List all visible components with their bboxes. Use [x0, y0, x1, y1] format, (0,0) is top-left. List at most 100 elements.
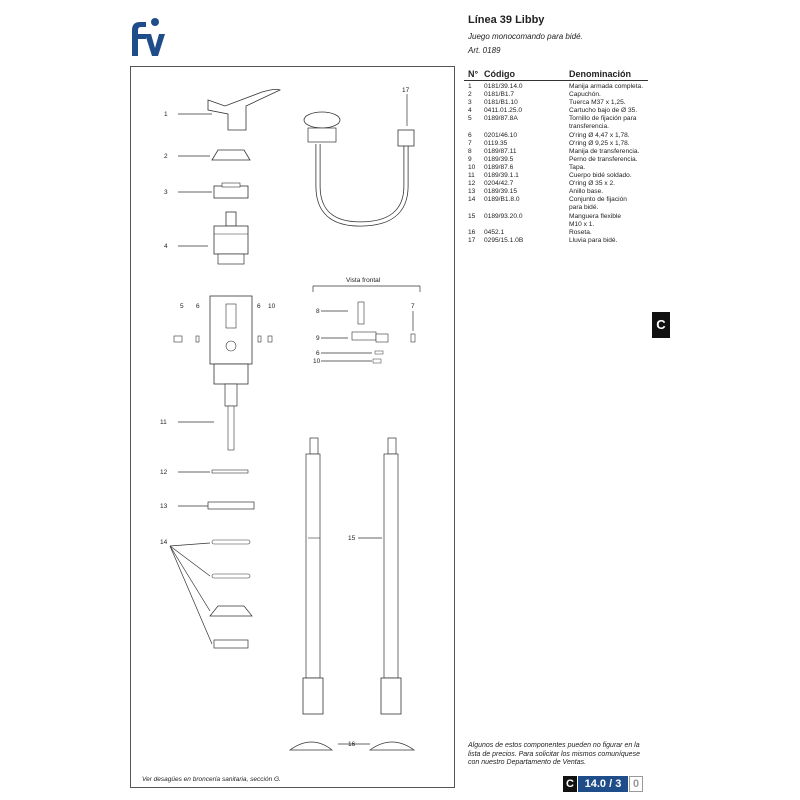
callout-12: 12	[160, 469, 168, 476]
callout-13: 13	[160, 503, 168, 510]
part-name: Manija de transferencia.	[569, 147, 640, 155]
part-number: 8	[468, 147, 472, 155]
table-row: 10 0189/87.6 Tapa.	[468, 164, 648, 172]
footnote: Ver desagües en broncería sanitaria, sec…	[142, 776, 281, 783]
table-row: M10 x 1.	[468, 221, 648, 229]
part-name: O'ring Ø 35 x 2.	[569, 180, 615, 188]
part-name: Manguera flexible	[569, 212, 622, 220]
callout-15: 15	[348, 535, 356, 542]
table-row: para bidé.	[468, 204, 648, 212]
page-title: Línea 39 Libby	[468, 14, 545, 26]
part-code: 0189/39.15	[484, 188, 518, 196]
page-subtitle: Juego monocomando para bidé.	[468, 32, 583, 41]
part-code: 0181/39.14.0	[484, 83, 523, 90]
exploded-diagram: 1 2 3 4 5 6 6 10 11 12 13 14 15 16 17 8 …	[160, 87, 421, 751]
page-section: C	[563, 776, 577, 792]
fv-logo	[132, 18, 165, 56]
part-name: transferencia.	[569, 123, 609, 131]
callout-8: 8	[316, 308, 320, 315]
part-number: 16	[468, 228, 476, 236]
page-suffix: 0	[629, 776, 643, 792]
part-number: 2	[468, 91, 472, 99]
part-number: 14	[468, 196, 476, 204]
table-row: 11 0189/39.1.1 Cuerpo bidé soldado.	[468, 172, 648, 180]
part-number: 3	[468, 99, 472, 107]
part-number: 5	[468, 115, 472, 123]
part-code: 0181/B1.10	[484, 99, 518, 107]
table-row: 5 0189/87.8A Tornillo de fijación para	[468, 115, 648, 123]
callout-14: 14	[160, 539, 168, 546]
part-code: 0119.35	[484, 139, 508, 147]
col-header-no: N°	[468, 69, 479, 79]
part-number: 4	[468, 107, 472, 115]
callout-3: 3	[164, 189, 168, 196]
part-code: 0201/46.10	[484, 131, 518, 139]
col-header-name: Denominación	[569, 69, 632, 79]
table-row: 13 0189/39.15 Anillo base.	[468, 188, 648, 196]
part-name: Roseta.	[569, 228, 592, 236]
part-name: Cartucho bajo de Ø 35.	[569, 107, 638, 115]
part-code: 0452.1	[484, 228, 505, 236]
part-number: 9	[468, 155, 472, 163]
view-label: Vista frontal	[346, 277, 381, 284]
part-code: 0189/B1.8.0	[484, 196, 520, 204]
part-code: 0181/B1.7	[484, 91, 515, 99]
part-number: 11	[468, 172, 475, 180]
part-name: Lluvia para bidé.	[569, 236, 618, 244]
part-name: Anillo base.	[569, 188, 604, 196]
table-row: 8 0189/87.11 Manija de transferencia.	[468, 148, 648, 156]
table-row: 3 0181/B1.10 Tuerca M37 x 1,25.	[468, 99, 648, 107]
part-number: 17	[468, 236, 476, 244]
table-row: 6 0201/46.10 O'ring Ø 4,47 x 1,78.	[468, 132, 648, 140]
part-code: 0189/87.6	[484, 163, 514, 171]
part-code: 0189/87.11	[484, 147, 517, 155]
table-row: 14 0189/B1.8.0 Conjunto de fijación	[468, 196, 648, 204]
part-code: 0189/39.1.1	[484, 172, 519, 180]
callout-16: 16	[348, 741, 356, 748]
table-row: transferencia.	[468, 123, 648, 131]
page-number: 14.0 / 3	[578, 776, 628, 792]
callout-9: 9	[316, 335, 320, 342]
part-number: 1	[468, 83, 472, 90]
callout-17: 17	[402, 87, 410, 94]
part-name: Capuchón.	[569, 91, 601, 99]
callout-11: 11	[160, 419, 167, 426]
callout-10a: 10	[268, 303, 276, 310]
callout-6a: 6	[196, 303, 200, 310]
table-rule	[464, 80, 648, 81]
callout-7: 7	[411, 303, 415, 310]
col-header-code: Código	[484, 69, 515, 79]
callout-2: 2	[164, 153, 168, 160]
callout-1: 1	[164, 111, 168, 118]
part-code: 0189/39.5	[484, 155, 514, 163]
callout-6b: 6	[257, 303, 261, 310]
notice-text: Algunos de estos componentes pueden no f…	[468, 742, 640, 766]
part-name: Tapa.	[569, 163, 586, 171]
part-number: 13	[468, 188, 476, 196]
part-number: 6	[468, 131, 472, 139]
callout-10b: 10	[313, 358, 321, 365]
part-name: Tornillo de fijación para	[569, 115, 637, 123]
section-tab: C	[652, 312, 670, 338]
part-number: 10	[468, 163, 476, 171]
part-name: Tuerca M37 x 1,25.	[569, 99, 626, 107]
callout-5: 5	[180, 303, 184, 310]
part-name: Cuerpo bidé soldado.	[569, 172, 632, 180]
part-name: O'ring Ø 4,47 x 1,78.	[569, 131, 630, 139]
article-number: Art. 0189	[468, 46, 501, 55]
part-code: 0189/87.8A	[484, 115, 518, 123]
part-code: 0295/15.1.0B	[484, 236, 524, 244]
part-number: 7	[468, 139, 472, 147]
part-name: para bidé.	[569, 204, 599, 212]
part-number: 15	[468, 212, 476, 220]
part-name: Conjunto de fijación	[569, 196, 627, 204]
part-code: 0204/42.7	[484, 180, 514, 188]
part-name: M10 x 1.	[569, 220, 595, 228]
